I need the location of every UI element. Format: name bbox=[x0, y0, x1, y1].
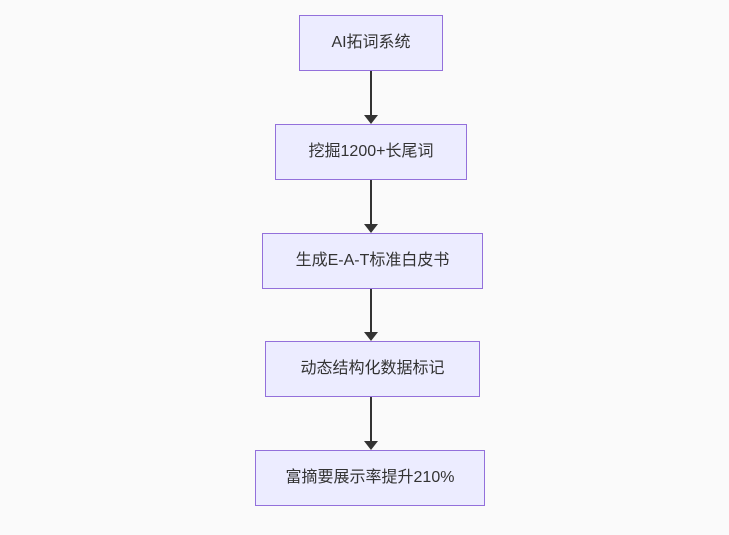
flowchart-node-structured-data: 动态结构化数据标记 bbox=[265, 341, 480, 397]
node-label: AI拓词系统 bbox=[331, 34, 411, 51]
flowchart-node-rich-snippet-result: 富摘要展示率提升210% bbox=[255, 450, 485, 506]
arrow-line bbox=[370, 289, 372, 334]
arrow-down-icon bbox=[364, 224, 378, 233]
node-label: 生成E-A-T标准白皮书 bbox=[295, 252, 450, 269]
node-label: 富摘要展示率提升210% bbox=[285, 469, 455, 486]
flow-arrow-1 bbox=[364, 71, 378, 124]
arrow-down-icon bbox=[364, 441, 378, 450]
arrow-line bbox=[370, 71, 372, 117]
flow-arrow-2 bbox=[364, 180, 378, 233]
flowchart-node-eat-whitepaper: 生成E-A-T标准白皮书 bbox=[262, 233, 483, 289]
node-label: 挖掘1200+长尾词 bbox=[308, 143, 434, 160]
arrow-down-icon bbox=[364, 332, 378, 341]
arrow-down-icon bbox=[364, 115, 378, 124]
arrow-line bbox=[370, 397, 372, 443]
flowchart-node-ai-keyword-system: AI拓词系统 bbox=[299, 15, 443, 71]
node-label: 动态结构化数据标记 bbox=[300, 360, 445, 377]
arrow-line bbox=[370, 180, 372, 226]
flow-arrow-4 bbox=[364, 397, 378, 450]
flowchart-node-longtail-mining: 挖掘1200+长尾词 bbox=[275, 124, 467, 180]
flow-arrow-3 bbox=[364, 289, 378, 341]
